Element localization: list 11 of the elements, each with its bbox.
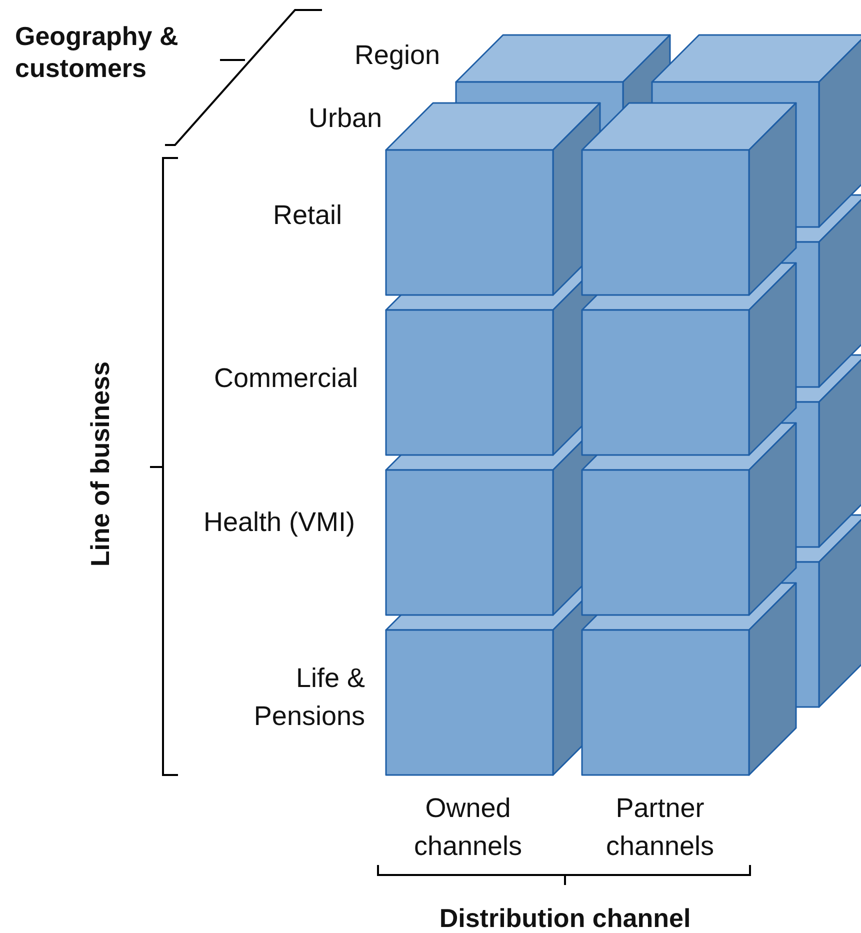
axis-title: Distribution channel xyxy=(438,902,692,933)
category-label: Life & Pensions xyxy=(252,662,365,733)
category-label: Region xyxy=(353,39,440,72)
category-label: Partner channels xyxy=(604,792,716,863)
category-label: Commercial xyxy=(212,362,358,395)
category-label: Urban xyxy=(307,102,382,135)
category-label: Retail xyxy=(272,199,342,232)
axis-title: Line of business xyxy=(84,360,116,569)
axis-title: Geography & customers xyxy=(15,20,180,84)
category-label: Health (VMI) xyxy=(202,506,355,539)
category-label: Owned channels xyxy=(412,792,524,863)
